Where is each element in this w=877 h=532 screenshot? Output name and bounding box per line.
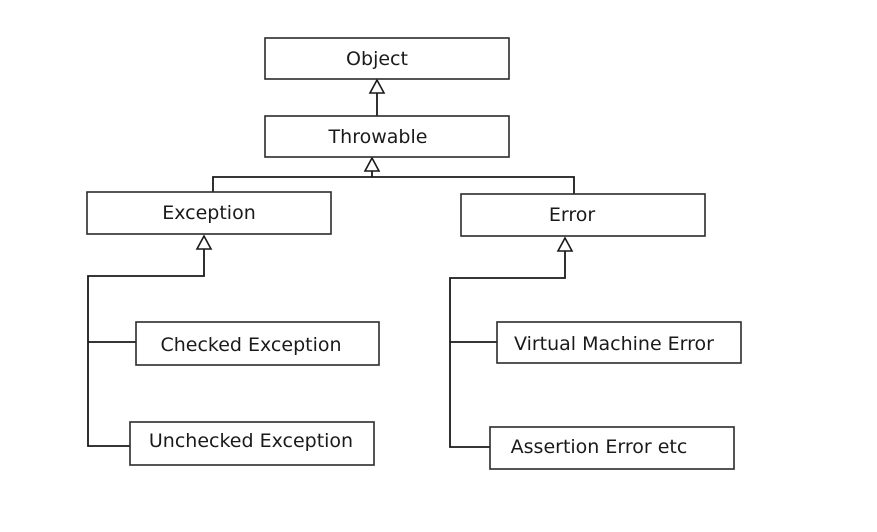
node-error-box — [460, 193, 706, 237]
node-throwable-box — [264, 115, 510, 158]
edge-checked-unchecked-to-exception — [87, 249, 205, 447]
edge-exception-error-to-throwable — [212, 171, 575, 194]
arrowhead-error — [556, 236, 574, 252]
node-assertion-error: Assertion Error etc — [489, 426, 735, 470]
arrowhead-object — [368, 78, 386, 94]
node-exception-label: Exception — [162, 202, 256, 224]
node-unchecked-exception-box — [129, 421, 375, 466]
node-checked-exception-box — [135, 321, 380, 366]
node-throwable-label: Throwable — [328, 126, 428, 148]
arrowhead-exception — [195, 234, 213, 250]
node-exception: Exception — [86, 191, 332, 235]
node-assertion-error-box — [489, 426, 735, 470]
node-virtual-machine-error: Virtual Machine Error — [496, 321, 742, 364]
node-exception-box — [86, 191, 332, 235]
node-unchecked-exception: Unchecked Exception — [129, 421, 375, 466]
edges — [87, 93, 575, 448]
node-checked-exception-label: Checked Exception — [160, 334, 341, 356]
node-checked-exception: Checked Exception — [135, 321, 380, 366]
edge-vm-assertion-to-error — [449, 251, 566, 448]
node-virtual-machine-error-box — [496, 321, 742, 364]
node-object: Object — [264, 37, 510, 80]
node-object-label: Object — [346, 48, 408, 70]
node-virtual-machine-error-label: Virtual Machine Error — [514, 333, 714, 355]
node-error-label: Error — [549, 204, 596, 226]
node-assertion-error-label: Assertion Error etc — [511, 436, 688, 458]
node-throwable: Throwable — [264, 115, 510, 158]
node-error: Error — [460, 193, 706, 237]
node-object-box — [264, 37, 510, 80]
arrowheads — [195, 78, 574, 252]
node-unchecked-exception-label: Unchecked Exception — [149, 430, 353, 452]
arrowhead-throwable — [363, 156, 381, 172]
